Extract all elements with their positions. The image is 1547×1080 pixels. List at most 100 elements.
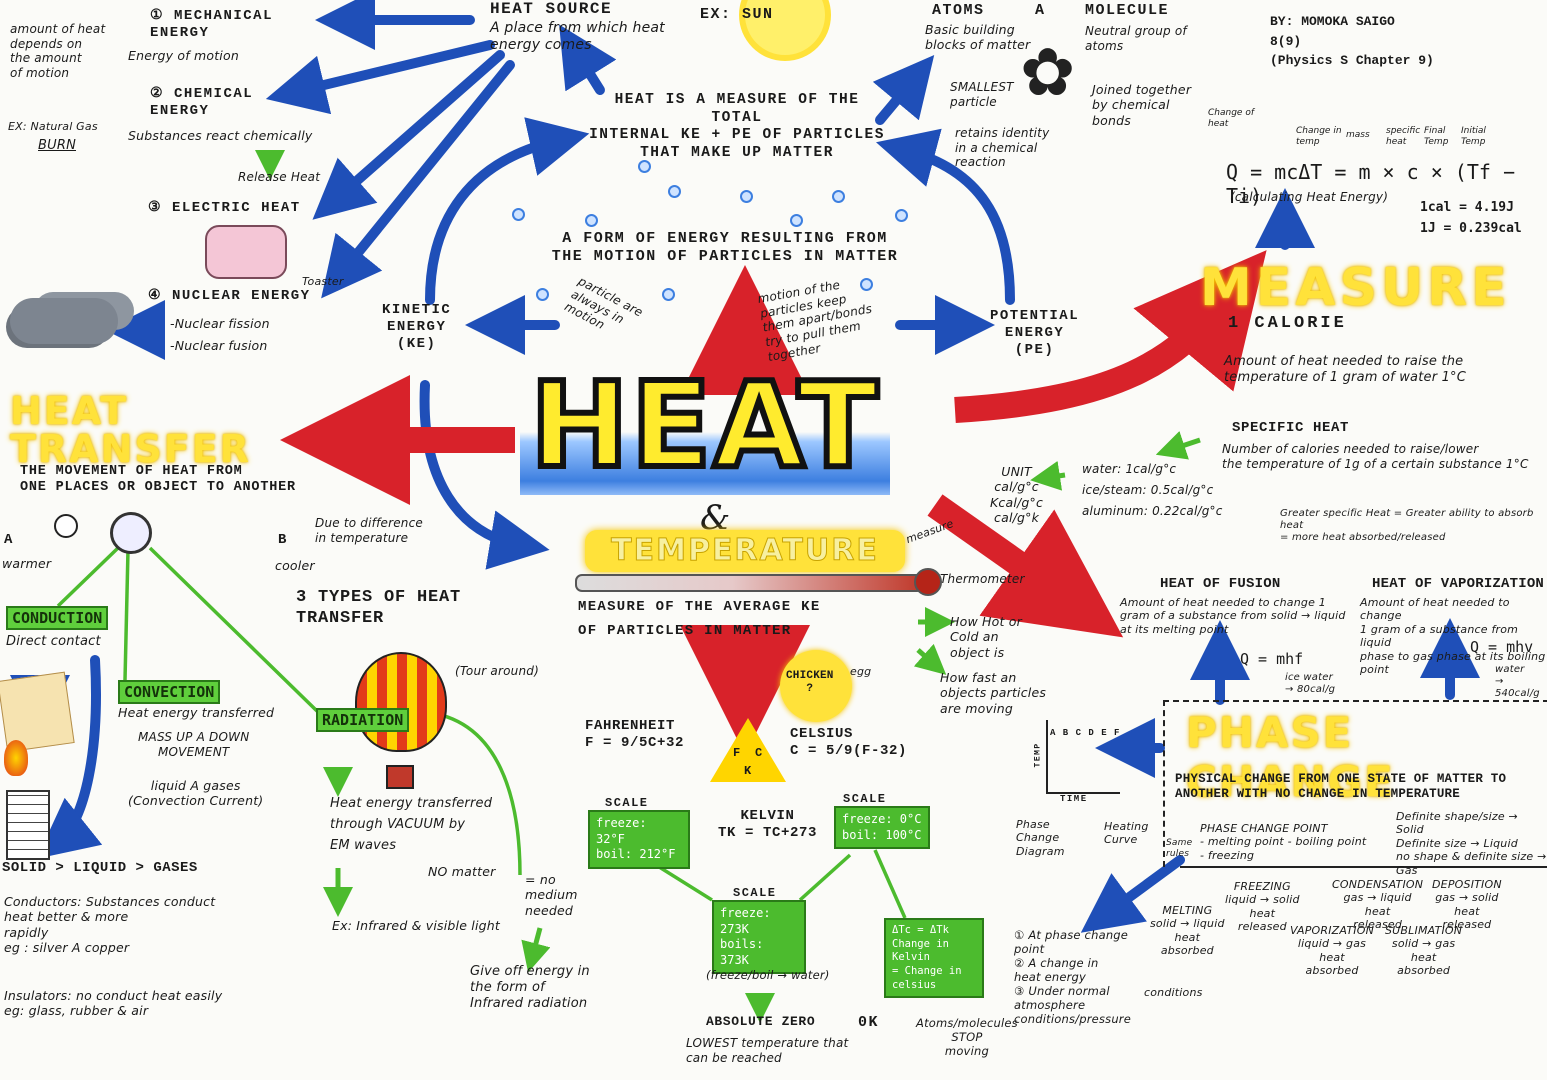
atoms-stop: Atoms/molecules STOP moving bbox=[916, 1016, 1018, 1059]
arrow-heatdef-to-source bbox=[559, 24, 617, 95]
calorie-definition: Amount of heat needed to raise the tempe… bbox=[1224, 354, 1467, 385]
mechanical-energy: ① MECHANICAL ENERGY bbox=[150, 8, 273, 42]
fahrenheit-formula: FAHRENHEIT F = 9/5C+32 bbox=[585, 718, 685, 752]
arrow-source-to-electric bbox=[312, 50, 505, 220]
chicken-label: CHICKEN ? bbox=[786, 670, 834, 696]
radiation-label: RADIATION bbox=[316, 708, 410, 732]
conduction-definition: Direct contact bbox=[6, 634, 101, 649]
arrow-ke-to-temp bbox=[419, 380, 550, 570]
no-medium: = no medium needed bbox=[525, 872, 578, 918]
atoms-a: A bbox=[1035, 2, 1046, 19]
heat-source-title: HEAT SOURCE bbox=[490, 0, 613, 18]
arrow-phase-to-conditions bbox=[1080, 855, 1185, 933]
joined-together: Joined together by chemical bonds bbox=[1092, 82, 1192, 128]
heat-source-definition: A place from which heat energy comes bbox=[490, 20, 665, 54]
toaster-drawing bbox=[205, 225, 287, 279]
line-radiation-loop bbox=[424, 710, 522, 876]
label-mass: mass bbox=[1346, 130, 1370, 140]
formula-caption: (calculating Heat Energy) bbox=[1230, 190, 1389, 204]
chemical-energy: ② CHEMICAL ENERGY bbox=[150, 86, 254, 120]
particle-dot bbox=[860, 278, 873, 291]
thermometer-label: Thermometer bbox=[940, 572, 1025, 586]
warmer-label: warmer bbox=[2, 556, 52, 571]
conductors-note: Conductors: Substances conduct heat bett… bbox=[4, 894, 216, 955]
definite-shape: Definite shape/size → Solid Definite siz… bbox=[1396, 810, 1547, 877]
conditions-label: conditions bbox=[1144, 986, 1203, 999]
arrow-green-giveoff bbox=[521, 927, 551, 973]
atoms-definition: Basic building blocks of matter bbox=[925, 22, 1031, 53]
label-change-heat: Change of heat bbox=[1208, 108, 1254, 129]
arrow-convection-loop bbox=[36, 655, 103, 859]
toaster-label: Toaster bbox=[302, 275, 344, 288]
three-types-heading: 3 TYPES OF HEAT TRANSFER bbox=[296, 588, 462, 628]
melting-label: MELTING solid → liquid heat absorbed bbox=[1150, 904, 1225, 958]
thermometer-bulb bbox=[914, 568, 942, 596]
electric-heat: ③ ELECTRIC HEAT bbox=[148, 200, 301, 216]
no-matter: NO matter bbox=[428, 864, 496, 879]
heating-curve-label: Heating Curve bbox=[1104, 820, 1149, 847]
one-calorie: 1 CALORIE bbox=[1228, 314, 1347, 333]
formula-labels: Change of heat Change in temp mass speci… bbox=[1208, 108, 1538, 148]
arrow-heat-to-measure bbox=[954, 250, 1267, 423]
deposition-label: DEPOSITION gas → solid heat released bbox=[1432, 878, 1502, 932]
fire-drawing bbox=[4, 740, 28, 776]
phase-change-definition: PHYSICAL CHANGE FROM ONE STATE OF MATTER… bbox=[1175, 772, 1507, 802]
arrow-green-spec bbox=[1155, 431, 1201, 460]
nuclear-fusion: -Nuclear fusion bbox=[170, 338, 268, 353]
give-off-energy: Give off energy in the form of Infrared … bbox=[470, 964, 590, 1011]
potential-energy: POTENTIAL ENERGY (PE) bbox=[990, 308, 1080, 359]
kelvin-formula: KELVIN Tk = Tc+273 bbox=[718, 808, 818, 842]
cooler-label: cooler bbox=[275, 558, 315, 573]
heat-title: HEAT bbox=[520, 353, 890, 497]
particle-dot bbox=[790, 214, 803, 227]
burn-label: BURN bbox=[38, 138, 76, 153]
nuclear-fission: -Nuclear fission bbox=[170, 316, 270, 331]
particle-dot bbox=[668, 185, 681, 198]
tri-f: F bbox=[733, 746, 742, 760]
calorie-conversion: 1cal = 4.19J 1J = 0.239cal bbox=[1420, 200, 1522, 236]
graph-points: A B C D E F bbox=[1050, 728, 1121, 738]
line-mag-to-radiation bbox=[148, 546, 320, 714]
arrow-source-to-nuclear bbox=[321, 60, 515, 299]
natural-gas-example: EX: Natural Gas bbox=[8, 120, 98, 133]
phase-branch-line bbox=[1180, 866, 1547, 868]
heat-definition: HEAT IS A MEASURE OF THE TOTAL INTERNAL … bbox=[589, 92, 885, 162]
energy-form-definition: A FORM OF ENERGY RESULTING FROM THE MOTI… bbox=[551, 230, 899, 266]
tri-k: K bbox=[744, 764, 753, 778]
freezing-label: FREEZING liquid → solid heat released bbox=[1225, 880, 1300, 934]
graph-temp-axis: TEMP bbox=[1033, 742, 1043, 768]
due-to-difference: Due to difference in temperature bbox=[315, 516, 423, 545]
ice-steam-value: ice/steam: 0.5cal/g°c bbox=[1082, 483, 1214, 497]
egg-label: egg bbox=[850, 665, 872, 678]
heat-transfer-title: HEAT TRANSFER bbox=[10, 389, 251, 471]
fahrenheit-scale-box: freeze: 32°F boil: 212°F bbox=[588, 810, 690, 869]
arrow-heatdef-to-atoms bbox=[872, 54, 935, 125]
graph-time-axis: TIME bbox=[1060, 794, 1088, 804]
convection-label: CONVECTION bbox=[118, 680, 221, 704]
phase-change-box bbox=[1163, 700, 1547, 867]
particle-dot bbox=[662, 288, 675, 301]
specific-heat-definition: Number of calories needed to raise/lower… bbox=[1222, 442, 1529, 471]
line-mag-to-conduction bbox=[56, 546, 120, 608]
celsius-scale-box: freeze: 0°C boil: 100°C bbox=[834, 806, 930, 850]
release-heat: Release Heat bbox=[238, 170, 321, 184]
label-specific-heat: specific heat bbox=[1386, 126, 1421, 147]
arrow-temp-to-phase bbox=[927, 494, 1124, 638]
mechanical-definition: Energy of motion bbox=[128, 48, 239, 63]
freeze-boil-water: (freeze/boil → water) bbox=[706, 968, 830, 982]
celsius-formula: CELSIUS C = 5/9(F-32) bbox=[790, 726, 908, 760]
arrow-source-to-chemical bbox=[265, 40, 495, 115]
tri-c: C bbox=[755, 746, 764, 760]
kelvin-scale-box: freeze: 273K boils: 373K bbox=[712, 900, 806, 975]
infrared-example: Ex: Infrared & visible light bbox=[332, 918, 500, 933]
amount-heat-note: amount of heat depends on the amount of … bbox=[10, 22, 106, 80]
magnifier-drawing bbox=[110, 512, 152, 554]
vaporization-label: VAPORIZATION liquid → gas heat absorbed bbox=[1290, 924, 1374, 978]
line-mag-to-convection bbox=[123, 549, 130, 681]
particle-dot bbox=[536, 288, 549, 301]
point-b: B bbox=[278, 532, 288, 548]
retains-identity: retains identity in a chemical reaction bbox=[955, 126, 1050, 170]
liquid-gases: liquid A gases (Convection Current) bbox=[128, 778, 264, 809]
heat-of-fusion-definition: Amount of heat needed to change 1 gram o… bbox=[1120, 596, 1346, 636]
